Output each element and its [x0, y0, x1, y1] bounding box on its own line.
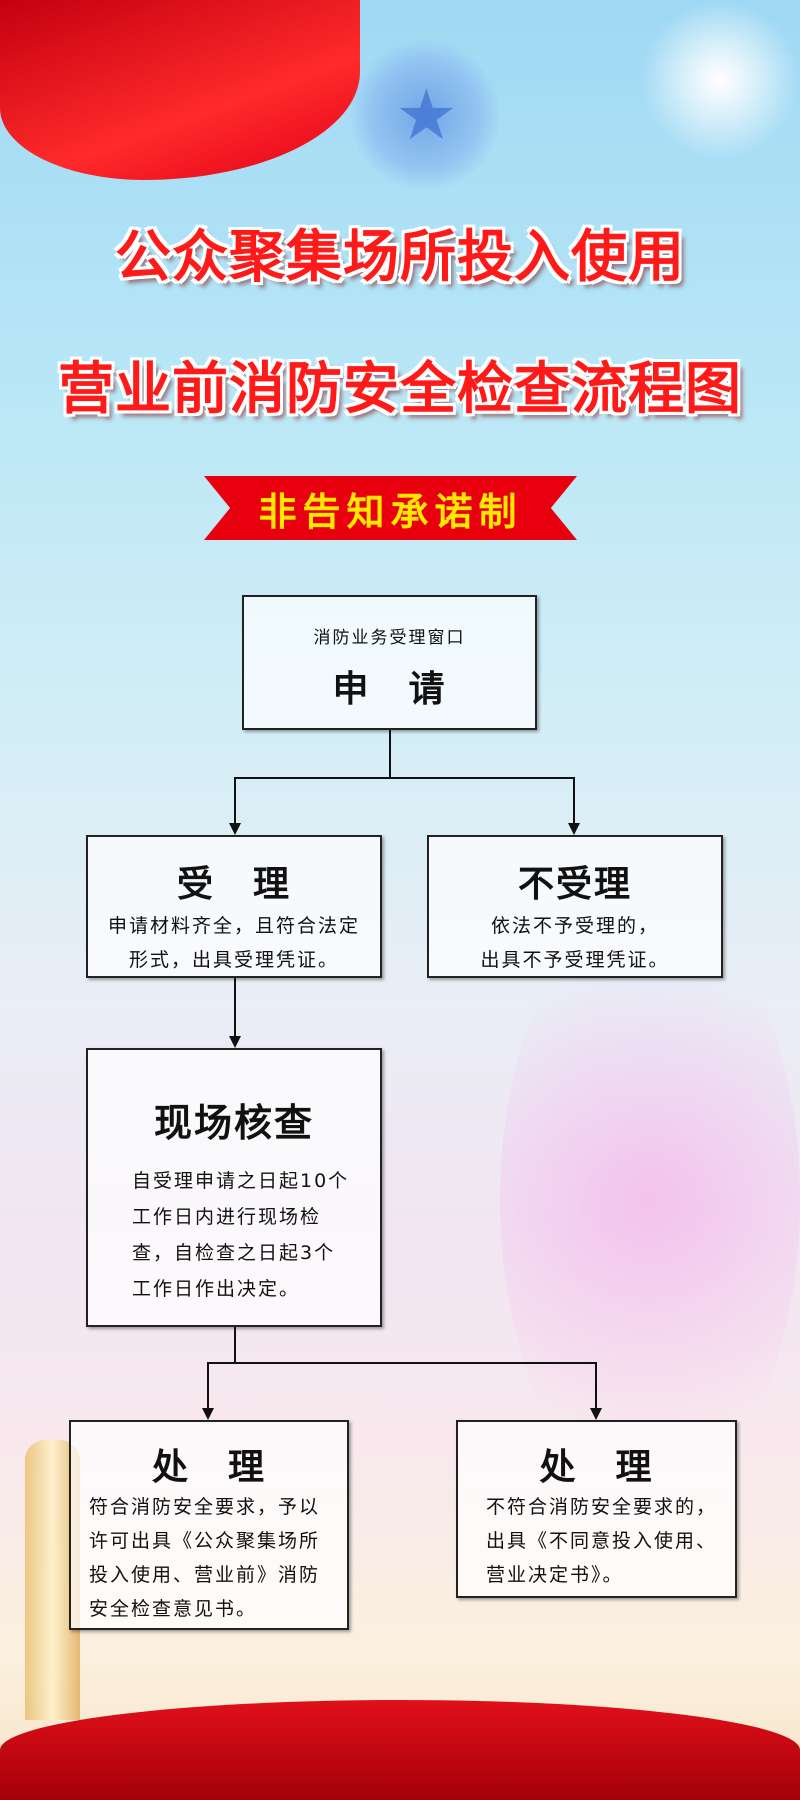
arrow-icon — [229, 823, 241, 835]
connector — [207, 1362, 597, 1364]
accept-text-line: 申请材料齐全，且符合法定 — [107, 915, 360, 937]
apply-heading: 申 请 — [332, 669, 447, 710]
connector — [234, 978, 236, 1040]
handle-approved-box: 处 理 符合消防安全要求，予以 许可出具《公众聚集场所 投入使用、营业前》消防 … — [69, 1420, 349, 1630]
arrow-icon — [568, 823, 580, 835]
connector — [234, 1327, 236, 1363]
background-glow — [500, 900, 800, 1500]
handle-rejected-box: 处 理 不符合消防安全要求的， 出具《不同意投入使用、 营业决定书》。 — [456, 1420, 737, 1598]
red-ribbon-decoration — [0, 0, 360, 180]
accept-box: 受 理 申请材料齐全，且符合法定 形式，出具受理凭证。 — [86, 835, 382, 978]
title-line-1: 公众聚集场所投入使用 — [115, 225, 685, 290]
connector — [234, 777, 236, 825]
inspection-text-line: 自受理申请之日起10个 — [132, 1170, 350, 1192]
banner-text: 非告知承诺制 — [258, 489, 523, 534]
handle-rejected-text-line: 营业决定书》。 — [486, 1564, 624, 1586]
connector — [207, 1362, 209, 1410]
handle-approved-text-line: 投入使用、营业前》消防 — [89, 1564, 321, 1586]
emblem-decoration — [350, 40, 500, 190]
accept-text-line: 形式，出具受理凭证。 — [128, 949, 339, 971]
arrow-icon — [202, 1408, 214, 1420]
sun-glow — [640, 0, 800, 160]
connector — [595, 1362, 597, 1410]
reject-box: 不受理 依法不予受理的， 出具不予受理凭证。 — [427, 835, 723, 978]
procedure-type-banner: 非告知承诺制 — [204, 476, 577, 540]
handle-approved-text-line: 许可出具《公众聚集场所 — [89, 1530, 321, 1552]
inspection-text-line: 查，自检查之日起3个 — [132, 1242, 336, 1264]
arrow-icon — [229, 1036, 241, 1048]
handle-rejected-heading: 处 理 — [539, 1447, 654, 1488]
star-icon: ★ — [395, 74, 458, 156]
inspection-box: 现场核查 自受理申请之日起10个 工作日内进行现场检 查，自检查之日起3个 工作… — [86, 1048, 382, 1327]
handle-approved-text-line: 安全检查意见书。 — [89, 1598, 258, 1620]
apply-box: 消防业务受理窗口 申 请 — [242, 595, 537, 730]
inspection-text-line: 工作日作出决定。 — [132, 1278, 301, 1300]
reject-heading: 不受理 — [517, 864, 632, 905]
connector — [573, 777, 575, 825]
inspection-heading: 现场核查 — [153, 1101, 314, 1145]
handle-approved-heading: 处 理 — [151, 1447, 266, 1488]
handle-rejected-text-line: 不符合消防安全要求的， — [486, 1496, 718, 1518]
red-silk-decoration — [0, 1700, 800, 1800]
title-line-2: 营业前消防安全检查流程图 — [58, 357, 742, 422]
connector — [234, 777, 575, 779]
apply-subtitle: 消防业务受理窗口 — [313, 628, 466, 648]
reject-text-line: 出具不予受理凭证。 — [480, 949, 670, 971]
reject-text-line: 依法不予受理的， — [490, 915, 659, 937]
accept-heading: 受 理 — [176, 864, 291, 905]
inspection-text-line: 工作日内进行现场检 — [132, 1206, 322, 1228]
arrow-icon — [590, 1408, 602, 1420]
connector — [389, 730, 391, 778]
handle-rejected-text-line: 出具《不同意投入使用、 — [486, 1530, 718, 1552]
handle-approved-text-line: 符合消防安全要求，予以 — [89, 1496, 321, 1518]
